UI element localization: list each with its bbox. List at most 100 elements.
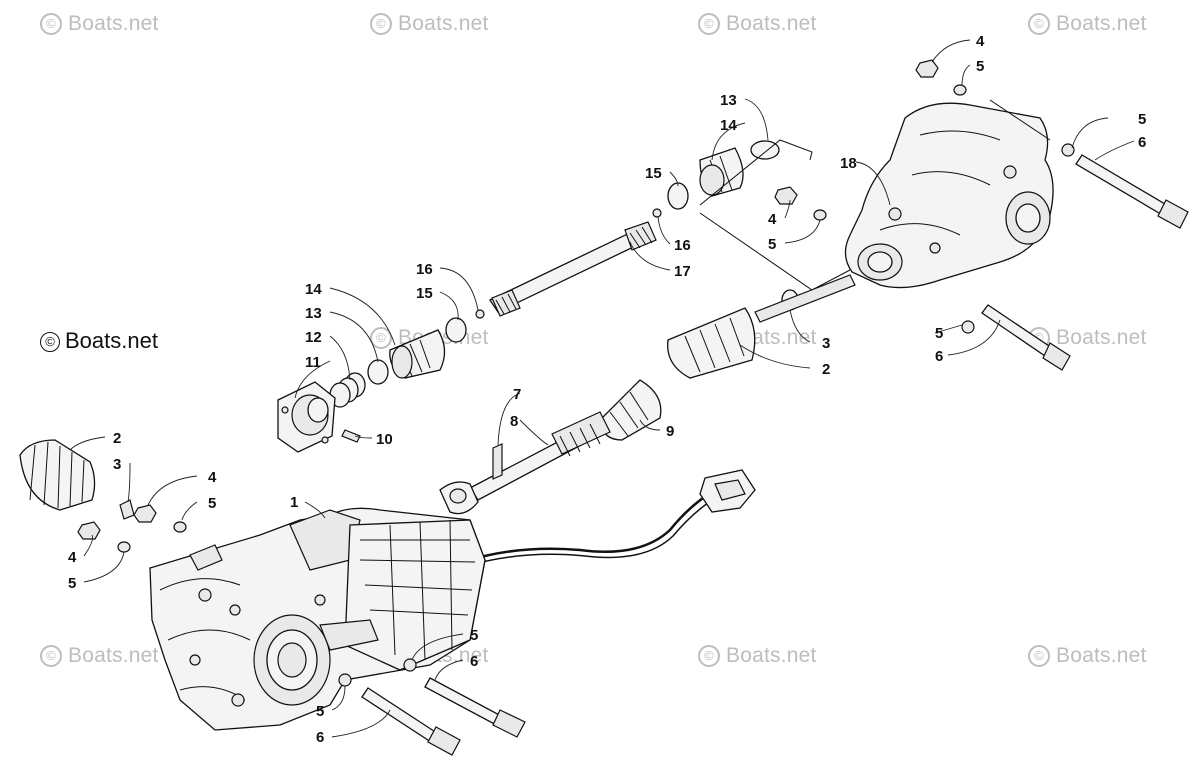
callout-4: 4 <box>976 33 985 50</box>
watermark-text: Boats.net <box>726 12 817 35</box>
rear-gearcase-housing <box>844 99 1054 289</box>
clamp-ring <box>750 140 780 160</box>
callout-15: 15 <box>416 285 433 302</box>
callout-15: 15 <box>645 165 662 182</box>
circlip <box>652 208 662 218</box>
washer <box>961 320 975 334</box>
callout-10: 10 <box>376 431 393 448</box>
copyright-icon: © <box>40 645 62 667</box>
boot-left <box>19 439 96 511</box>
callout-18: 18 <box>840 155 857 172</box>
watermark: © Boats.net <box>698 644 817 668</box>
copyright-icon: © <box>1028 645 1050 667</box>
wiring-harness <box>469 469 756 566</box>
callout-3: 3 <box>113 456 121 473</box>
front-gearcase <box>149 507 486 731</box>
callout-13: 13 <box>720 92 737 109</box>
watermark: © Boats.net <box>40 644 159 668</box>
boot-lower <box>389 329 446 379</box>
washer <box>338 673 352 687</box>
washer <box>953 84 967 96</box>
callout-17: 17 <box>674 263 691 280</box>
copyright-icon: © <box>40 332 60 352</box>
clamp <box>119 499 135 520</box>
callout-6: 6 <box>470 653 478 670</box>
watermark-text: Boats.net <box>68 644 159 667</box>
callout-11: 11 <box>305 354 321 371</box>
copyright-icon: © <box>698 645 720 667</box>
snap-ring <box>667 182 689 210</box>
nut <box>133 504 157 523</box>
watermark-text: Boats.net <box>398 12 489 35</box>
callout-14: 14 <box>720 117 737 134</box>
washer <box>813 209 827 221</box>
callout-2: 2 <box>822 361 830 378</box>
callout-12: 12 <box>305 329 322 346</box>
callout-5: 5 <box>1138 111 1146 128</box>
watermark: © Boats.net <box>40 12 159 36</box>
clamp-ring <box>367 359 389 385</box>
copyright-icon: © <box>698 13 720 35</box>
callout-5: 5 <box>316 703 324 720</box>
copyright-icon: © <box>1028 13 1050 35</box>
watermark: © Boats.net <box>1028 644 1147 668</box>
watermark: © Boats.net <box>370 12 489 36</box>
watermark-text: Boats.net <box>726 644 817 667</box>
callout-5: 5 <box>976 58 984 75</box>
callout-7: 7 <box>513 386 521 403</box>
leader-lines <box>69 39 1135 738</box>
housing-bolt-upper <box>1075 154 1189 229</box>
callout-labels: 4 5 5 6 18 4 5 5 6 13 14 15 16 17 16 15 … <box>68 33 1146 746</box>
callout-6: 6 <box>935 348 943 365</box>
copyright-text: Boats.net <box>65 328 158 353</box>
callout-16: 16 <box>416 261 433 278</box>
callout-13: 13 <box>305 305 322 322</box>
callout-3: 3 <box>822 335 830 352</box>
front-drive-shaft <box>439 411 611 515</box>
clamp-ring <box>445 317 467 343</box>
callout-8: 8 <box>510 413 518 430</box>
callout-2: 2 <box>113 430 121 447</box>
callout-6: 6 <box>316 729 324 746</box>
callout-6: 6 <box>1138 134 1146 151</box>
callout-1: 1 <box>290 494 298 511</box>
copyright-icon: © <box>370 327 392 349</box>
callout-16: 16 <box>674 237 691 254</box>
watermark: © Boats.net <box>1028 12 1147 36</box>
watermark-text: Boats.net <box>68 12 159 35</box>
boot-rear-right <box>667 307 756 379</box>
callout-4: 4 <box>208 469 217 486</box>
callout-4: 4 <box>768 211 777 228</box>
flange-bolt <box>492 443 503 480</box>
callout-14: 14 <box>305 281 322 298</box>
callout-9: 9 <box>666 423 674 440</box>
washer <box>173 521 187 533</box>
copyright-icon: © <box>40 13 62 35</box>
watermark-text: Boats.net <box>1056 12 1147 35</box>
housing-bolt-lower-mid <box>424 677 526 738</box>
reference-outline <box>699 139 813 206</box>
watermark: © Boats.net <box>698 12 817 36</box>
callout-5: 5 <box>208 495 216 512</box>
bearing-housing <box>277 381 336 453</box>
callout-5: 5 <box>68 575 76 592</box>
boot-upper <box>699 147 744 197</box>
housing-bolt-lower-right <box>981 304 1071 371</box>
callout-4: 4 <box>68 549 77 566</box>
axle-stub <box>754 274 856 323</box>
copyright-notice: ©Boats.net <box>40 328 158 354</box>
washer <box>1061 143 1075 157</box>
watermark-text: Boats.net <box>1056 644 1147 667</box>
copyright-icon: © <box>370 13 392 35</box>
callout-5: 5 <box>935 325 943 342</box>
cap-screw <box>341 429 361 443</box>
washer <box>117 541 131 553</box>
callout-5: 5 <box>768 236 776 253</box>
washer <box>403 658 417 672</box>
nut <box>774 186 798 205</box>
nut-upper <box>915 59 939 78</box>
seal-rings <box>329 372 366 408</box>
circlip <box>475 309 485 319</box>
